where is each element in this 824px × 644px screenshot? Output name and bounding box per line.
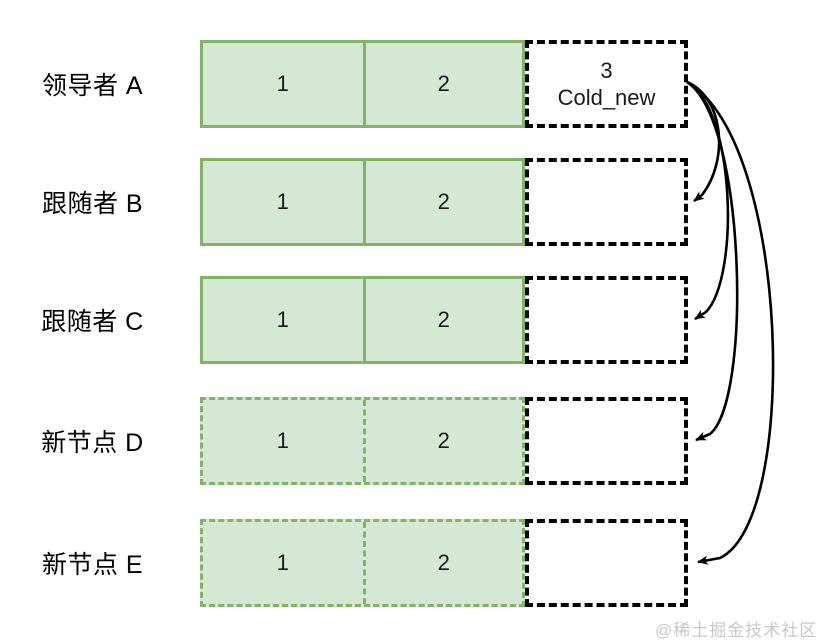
committed-log-leader-a: 1 2 — [200, 40, 525, 128]
row-label-leader-a: 领导者 A — [41, 72, 144, 100]
row-label-follower-b: 跟随者 B — [41, 190, 144, 218]
row-label-new-node-e: 新节点 E — [41, 551, 144, 579]
uncommitted-log-follower-b — [525, 158, 688, 246]
uncommitted-entry-name: Cold_new — [557, 85, 656, 110]
log-entry-cell: 1 — [276, 307, 289, 332]
log-entry-cell: 2 — [362, 161, 523, 243]
row-label-new-node-d: 新节点 D — [41, 429, 144, 457]
watermark: @稀土掘金技术社区 — [655, 621, 818, 640]
log-entry-cell: 1 — [276, 71, 289, 96]
log-entry-cell: 2 — [362, 522, 523, 604]
uncommitted-log-new-node-e — [525, 519, 688, 607]
uncommitted-log-follower-c — [525, 276, 688, 364]
uncommitted-log-leader-a: 3 Cold_new — [525, 40, 688, 128]
log-entry-cell: 2 — [362, 279, 523, 361]
log-entry-cell: 2 — [362, 43, 523, 125]
arrow-a-to-d — [686, 80, 739, 442]
committed-log-follower-b: 1 2 — [200, 158, 525, 246]
row-label-follower-c: 跟随者 C — [41, 308, 144, 336]
log-entry-cell: 1 — [276, 428, 289, 453]
arrow-a-to-b — [686, 80, 721, 203]
uncommitted-log-new-node-d — [525, 397, 688, 485]
committed-log-new-node-d: 1 2 — [200, 397, 525, 485]
committed-log-new-node-e: 1 2 — [200, 519, 525, 607]
committed-log-follower-c: 1 2 — [200, 276, 525, 364]
arrow-a-to-e — [686, 80, 775, 565]
arrow-a-to-c — [686, 80, 730, 321]
log-entry-cell: 2 — [362, 400, 523, 482]
uncommitted-entry-index: 3 — [600, 57, 613, 83]
log-entry-cell: 1 — [276, 189, 289, 214]
log-entry-cell: 1 — [276, 550, 289, 575]
